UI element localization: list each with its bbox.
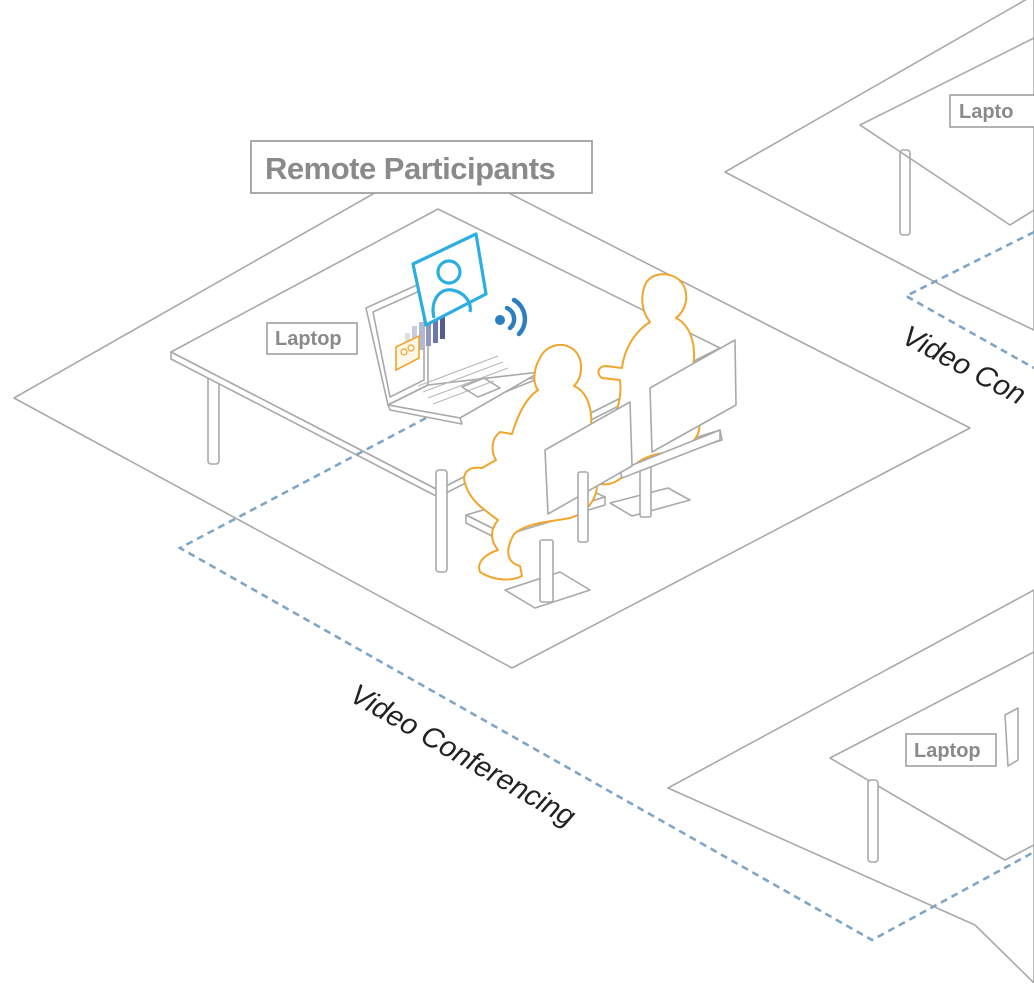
- top-right-laptop-label: Lapto: [949, 94, 1034, 128]
- main-laptop-text: Laptop: [275, 328, 342, 350]
- top-right-laptop-text: Lapto: [959, 101, 1013, 123]
- person-icon: [463, 343, 598, 581]
- top-right-connection-line: [903, 230, 1034, 370]
- bottom-right-laptop-text: Laptop: [914, 740, 981, 762]
- floor-bottom-right: [667, 589, 1034, 984]
- laptop-icon: [365, 279, 541, 425]
- top-right-table: [859, 37, 1034, 236]
- video-call-icon: [411, 232, 488, 327]
- bottom-right-laptop-label: Laptop: [905, 733, 997, 767]
- chair-back-right: [619, 339, 737, 479]
- main-table-leg-front: [435, 469, 448, 573]
- chair-back-front: [544, 401, 633, 543]
- main-connection-line: [177, 416, 1034, 942]
- remote-participants-label: Remote Participants: [250, 140, 593, 194]
- screen-participants-icon: [395, 334, 420, 372]
- top-right-video-conferencing-label: Video Con: [897, 320, 1031, 412]
- main-table-leg-left: [207, 371, 220, 465]
- remote-participants-text: Remote Participants: [265, 151, 555, 186]
- wifi-signal-icon: [495, 297, 528, 337]
- main-laptop-label: Laptop: [266, 322, 358, 355]
